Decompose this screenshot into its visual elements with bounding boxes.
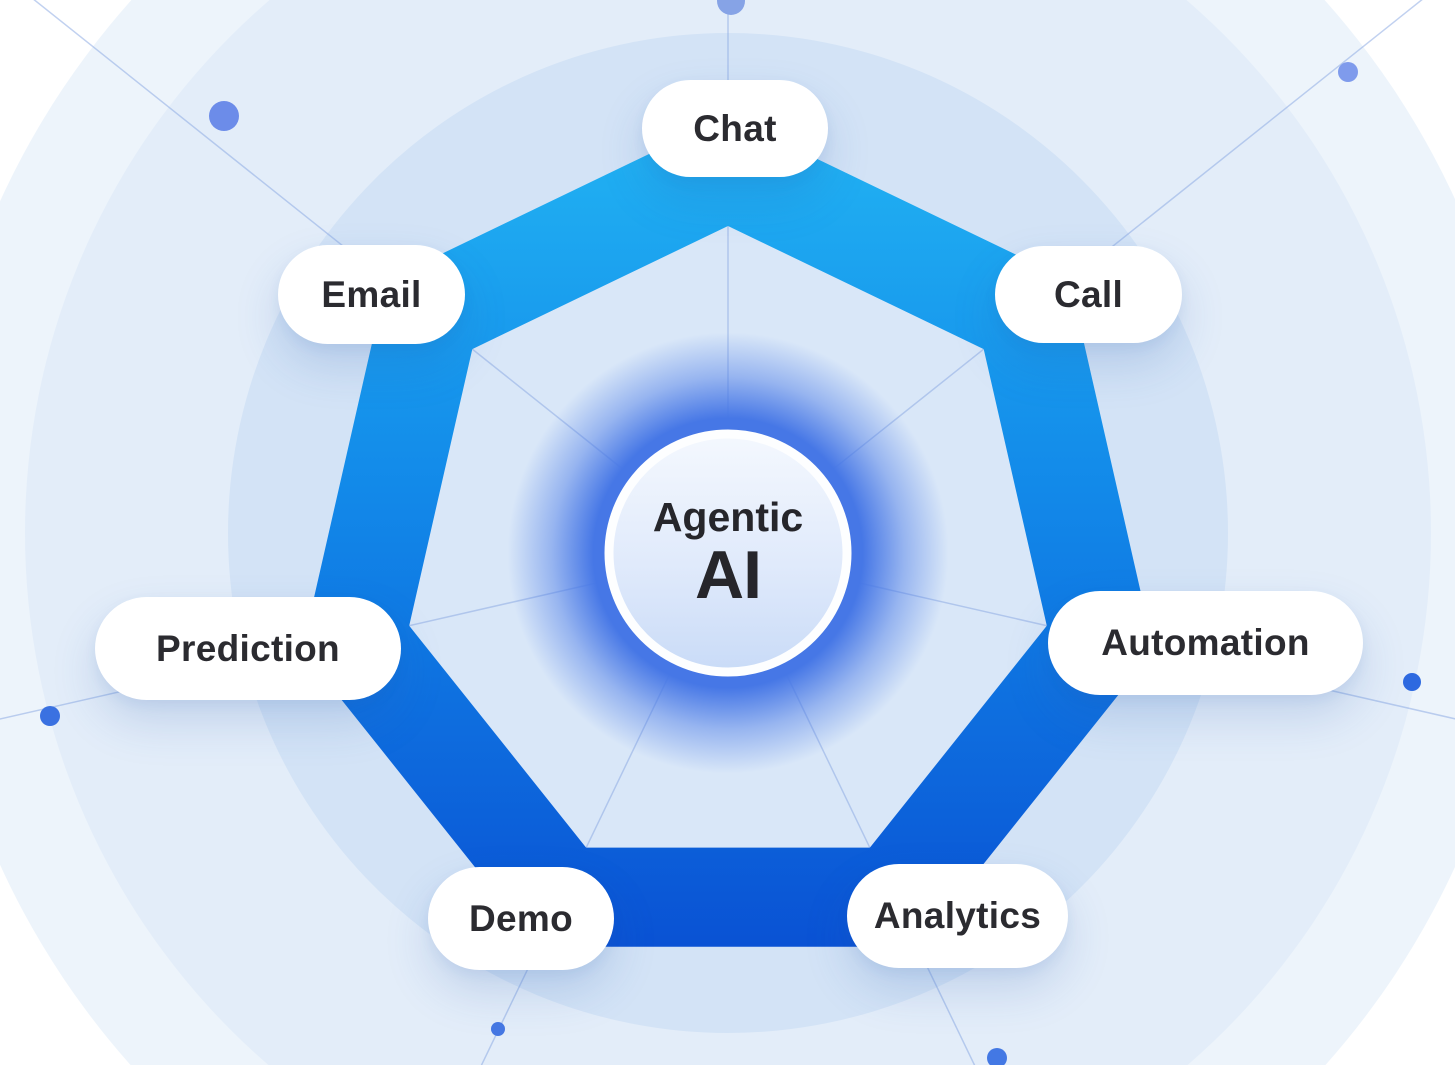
accent-dots <box>40 0 1421 1065</box>
node-pill-analytics: Analytics <box>847 864 1068 968</box>
node-label-analytics: Analytics <box>873 895 1042 936</box>
dot-top <box>717 0 745 15</box>
node-label-email: Email <box>321 273 422 315</box>
node-label-automation: Automation <box>1101 622 1310 663</box>
dot-lower-right <box>987 1048 1007 1065</box>
node-label-demo: Demo <box>469 897 573 939</box>
dot-right <box>1403 673 1421 691</box>
node-pill-automation: Automation <box>1048 591 1363 695</box>
node-label-chat: Chat <box>693 107 777 149</box>
node-pill-prediction: Prediction <box>95 597 401 700</box>
node-pill-email: Email <box>278 245 465 344</box>
heptagon-ring <box>302 116 1154 947</box>
dot-upper-right <box>1338 62 1358 82</box>
node-pill-chat: Chat <box>642 80 828 177</box>
node-pill-demo: Demo <box>428 867 614 970</box>
dot-upper-left <box>209 101 239 131</box>
node-label-prediction: Prediction <box>156 627 340 669</box>
center-circle <box>604 429 852 677</box>
dot-lower-left <box>491 1022 505 1036</box>
dot-left <box>40 706 60 726</box>
node-pill-call: Call <box>995 246 1182 343</box>
node-label-call: Call <box>1053 273 1124 315</box>
